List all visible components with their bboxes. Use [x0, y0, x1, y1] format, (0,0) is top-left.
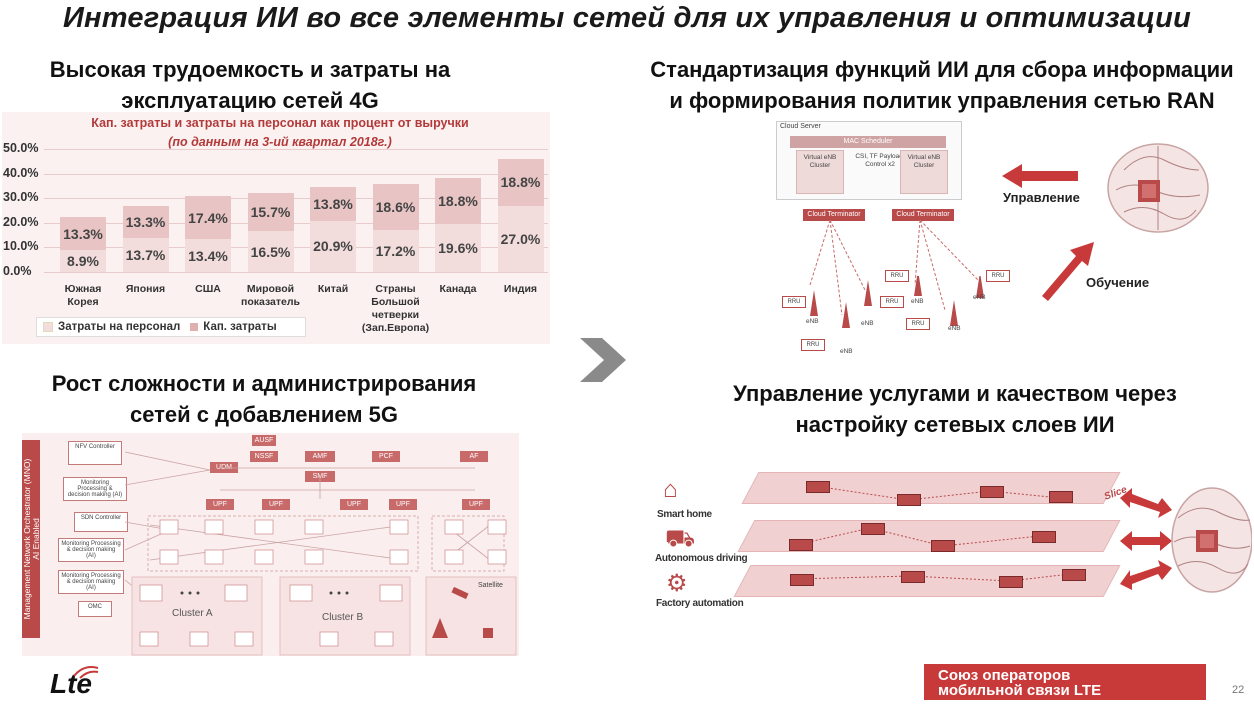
slice-node [897, 494, 921, 506]
slice-node [931, 540, 955, 552]
ai-brain-icon-2 [1168, 484, 1252, 594]
slice-node [1062, 569, 1086, 581]
q4-heading: Управление услугами и качеством через на… [680, 378, 1230, 440]
csi-label: CSI, TF Payload, Control x2 [853, 153, 907, 169]
chart-title-block: Кап. затраты и затраты на персонал как п… [40, 114, 520, 152]
chart-legend: Затраты на персонал Кап. затраты [36, 317, 306, 337]
slice-node [806, 481, 830, 493]
chart-title: Кап. затраты и затраты на персонал как п… [40, 114, 520, 133]
learning-arrow-icon [1038, 238, 1098, 304]
union-line2: мобильной связи LTE [938, 683, 1206, 698]
q2-heading-line2: и формирования политик управления сетью … [630, 85, 1254, 116]
chevron-right-icon [578, 336, 628, 384]
enb-label-1: eNB [806, 318, 819, 325]
enb-label-6: eNB [973, 294, 986, 301]
union-line1: Союз операторов [938, 668, 1206, 683]
q1-heading-line1: Высокая трудоемкость и затраты на [0, 54, 500, 85]
control-label: Управление [1003, 190, 1080, 205]
slice-node [901, 571, 925, 583]
enb-label-2: eNB [840, 348, 853, 355]
legend-item-capex: Кап. затраты [190, 321, 276, 333]
satellite-label: Satellite [478, 582, 503, 589]
cluster-b-label: Cluster B [322, 612, 363, 623]
q1-heading: Высокая трудоемкость и затраты на эксплу… [0, 54, 500, 116]
cluster-a-label: Cluster A [172, 608, 213, 619]
autonomous-driving-label: Autonomous driving [655, 553, 747, 564]
enb-label-4: eNB [911, 298, 924, 305]
enb-antennas [800, 276, 1000, 346]
q4-heading-line2: настройку сетевых слоев ИИ [680, 409, 1230, 440]
slice-node [999, 576, 1023, 588]
enb-label-5: eNB [948, 325, 961, 332]
slice-node [861, 523, 885, 535]
q3-heading: Рост сложности и администрирования сетей… [0, 368, 528, 430]
slice-node [1032, 531, 1056, 543]
q3-heading-line1: Рост сложности и администрирования [0, 368, 528, 399]
venb-cluster-right: Virtual eNB Cluster [900, 150, 948, 194]
smart-home-label: Smart home [657, 509, 712, 520]
slide-title: Интеграция ИИ во все элементы сетей для … [0, 2, 1254, 35]
page-number: 22 [1232, 684, 1244, 696]
ai-brain-icon [1104, 140, 1214, 236]
slice-node [1049, 491, 1073, 503]
learning-label: Обучение [1086, 275, 1149, 290]
mno-vertical-label: Management Network Orchestrator (MNO) AI… [23, 439, 41, 639]
slice-node [789, 539, 813, 551]
factory-automation-label: Factory automation [656, 598, 743, 609]
5g-topology-links [40, 440, 520, 656]
mac-scheduler: MAC Scheduler [790, 136, 946, 148]
smart-home-icon: ⌂ [663, 478, 678, 502]
cloud-server-label: Cloud Server [780, 123, 821, 130]
legend-item-personnel: Затраты на персонал [43, 321, 180, 333]
slice-node [790, 574, 814, 586]
q3-heading-line2: сетей с добавлением 5G [0, 399, 528, 430]
q2-heading: Стандартизация функций ИИ для сбора инфо… [630, 54, 1254, 116]
q2-heading-line1: Стандартизация функций ИИ для сбора инфо… [630, 54, 1254, 85]
venb-cluster-left: Virtual eNB Cluster [796, 150, 844, 194]
slice-node [980, 486, 1004, 498]
union-banner: Союз операторов мобильной связи LTE [924, 664, 1206, 700]
lte-logo-arcs-icon [70, 660, 110, 680]
chart-subtitle: (по данным на 3-ий квартал 2018г.) [40, 133, 520, 152]
enb-label-3: eNB [861, 320, 874, 327]
factory-icon: ⚙ [666, 572, 688, 596]
car-icon: ⛟ [665, 527, 695, 551]
q4-heading-line1: Управление услугами и качеством через [680, 378, 1230, 409]
